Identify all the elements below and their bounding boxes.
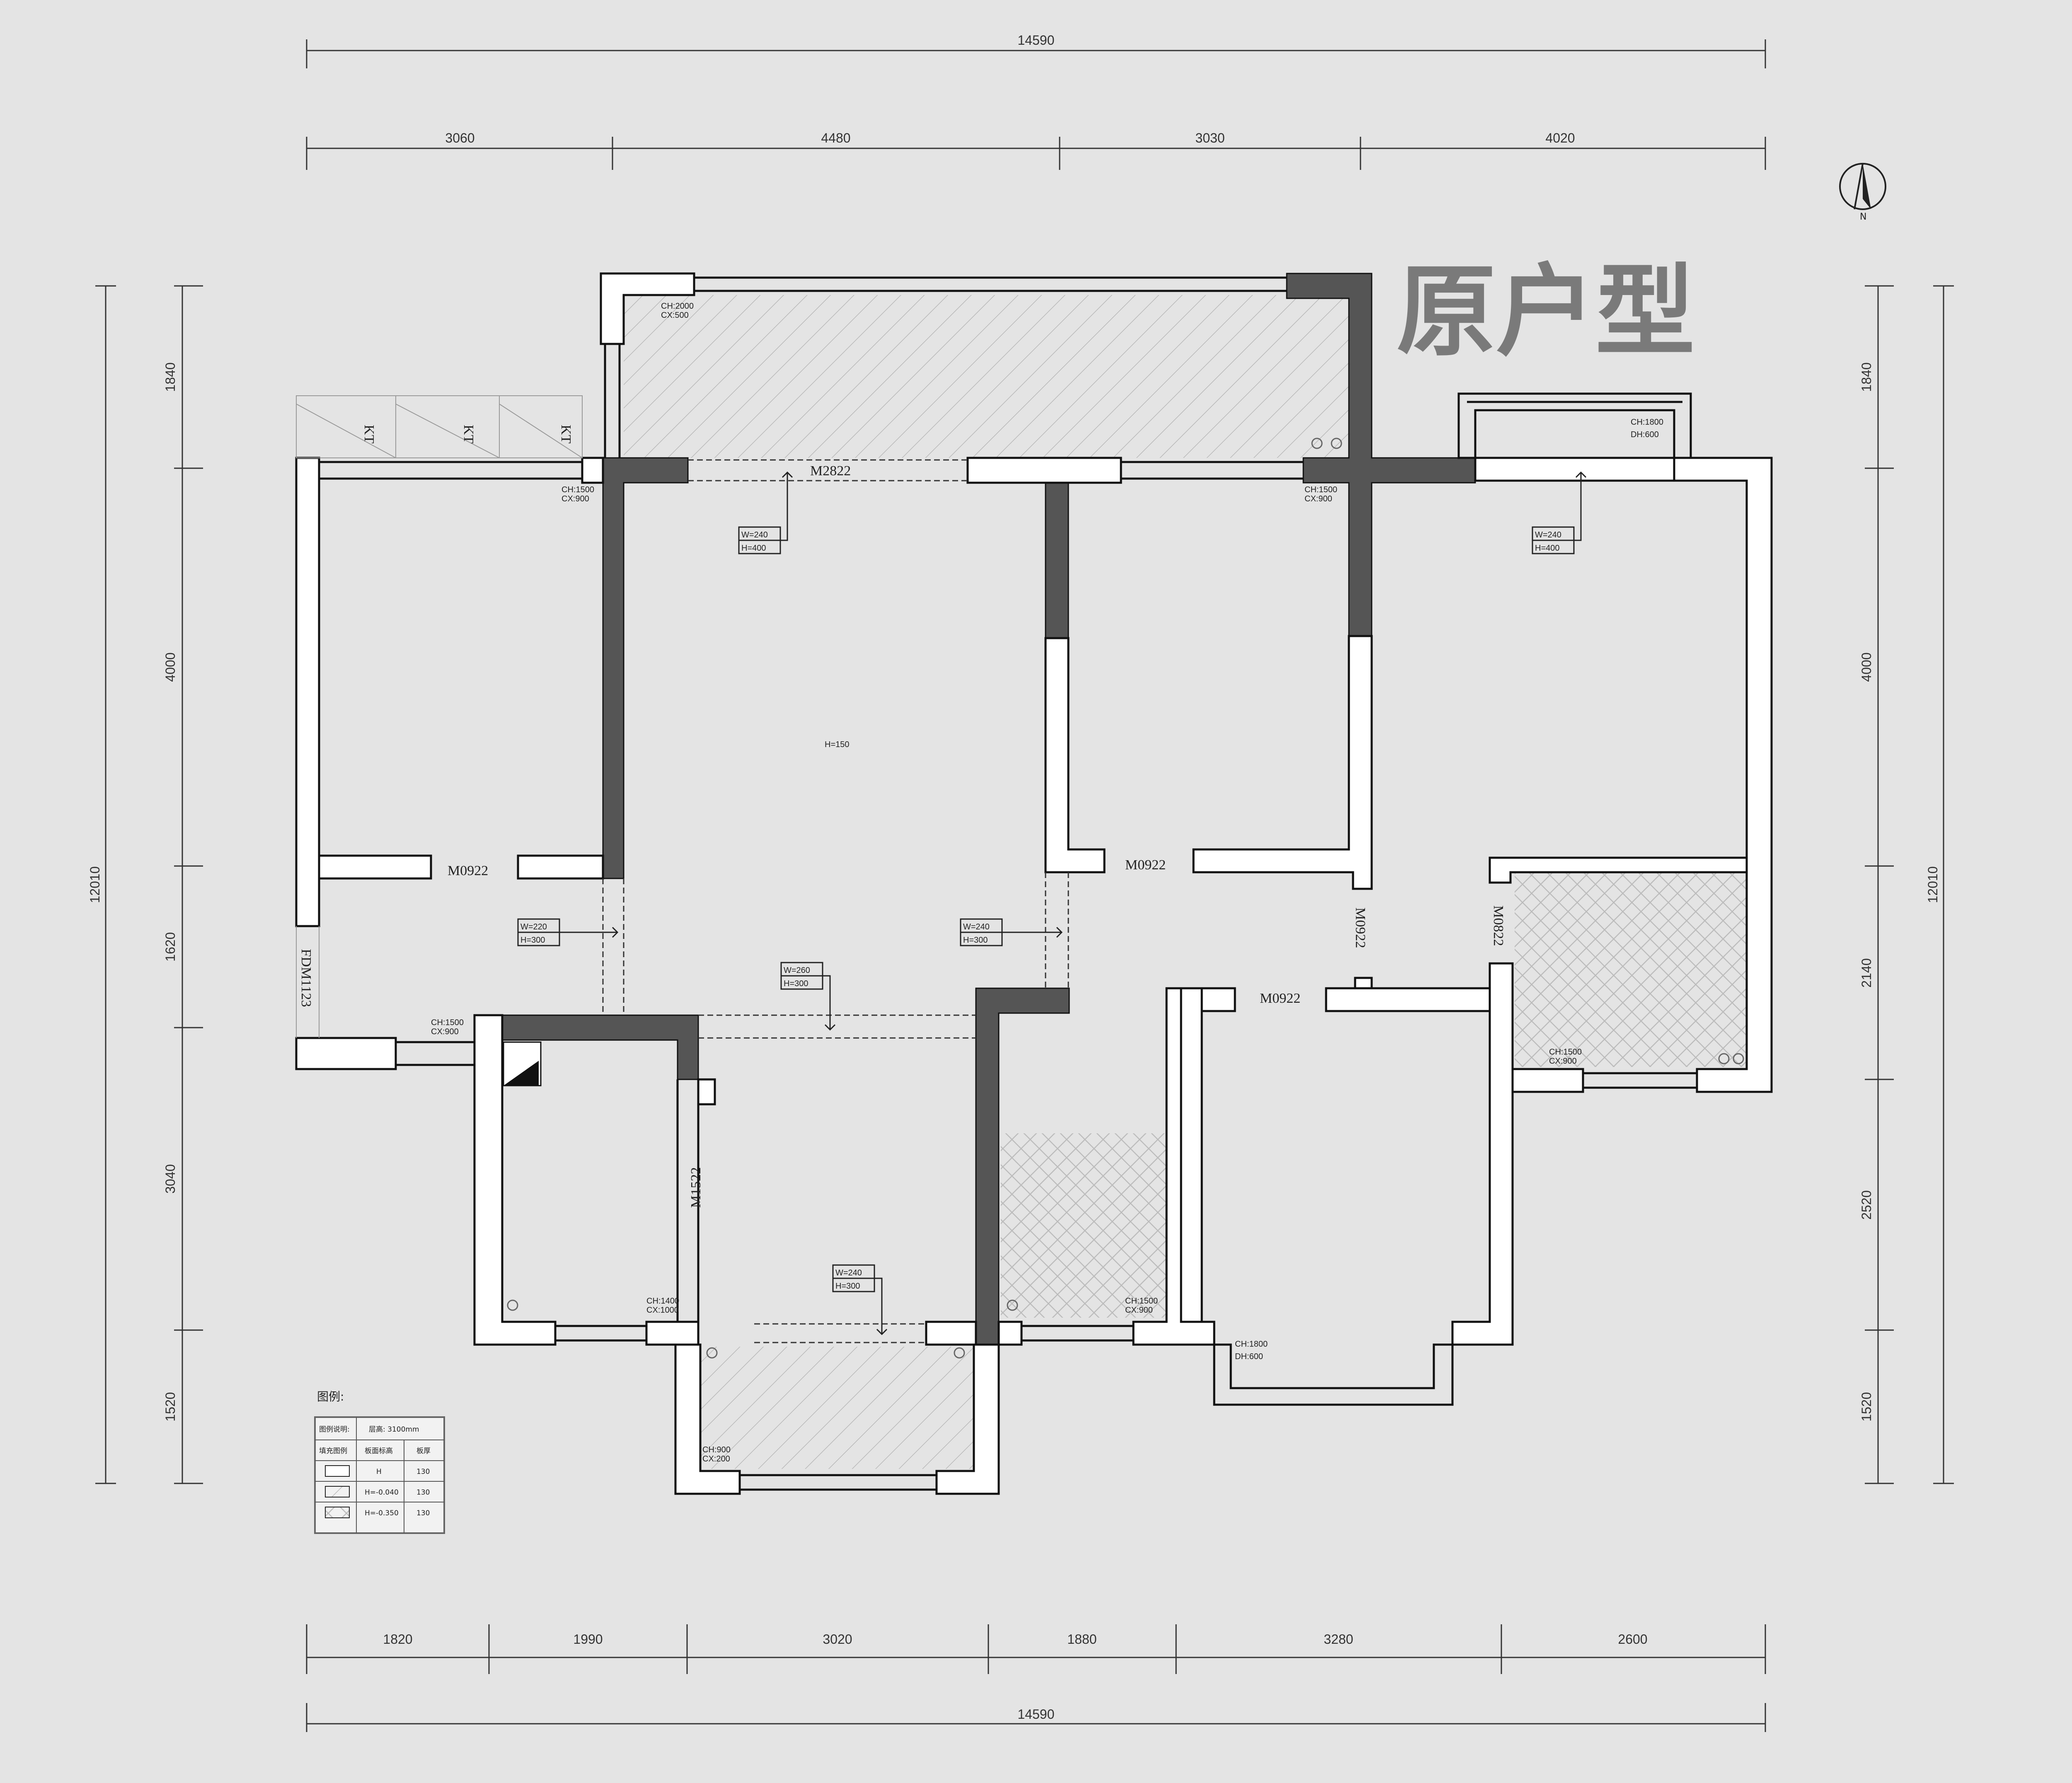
left-dim-5: 1520 [163, 1392, 178, 1421]
svg-text:H=300: H=300 [963, 936, 988, 945]
door-label-m0922-mid: M0922 [1125, 857, 1166, 873]
bottom-dim-5: 3280 [1324, 1632, 1353, 1647]
bottom-dim-6: 2600 [1618, 1632, 1647, 1647]
legend-elev: H [376, 1468, 382, 1476]
plan-title: 原户型 [1397, 254, 1695, 370]
window-spec: CX:1000 [646, 1306, 679, 1315]
svg-text:W=240: W=240 [963, 922, 990, 931]
legend-thick: 130 [416, 1488, 430, 1497]
svg-text:W=240: W=240 [1535, 530, 1561, 539]
ceiling-height-label: H=150 [825, 740, 850, 749]
window-spec: CH:900 [702, 1445, 731, 1454]
window-spec: CH:1500 [562, 485, 594, 494]
window-spec: CX:900 [1305, 494, 1332, 503]
ac-label-3: KT [558, 425, 574, 444]
legend-floor-height: 层高: 3100mm [369, 1425, 419, 1434]
bottom-dim-2: 1990 [573, 1632, 603, 1647]
duct-icon [503, 1061, 539, 1086]
wall-segment [1180, 987, 1203, 1323]
door-label-m0922-lower: M0922 [1260, 991, 1300, 1006]
dimension-top [306, 39, 1766, 170]
door-label-m0822: M0822 [1491, 905, 1506, 946]
door-label-m0922-vertical: M0922 [1353, 907, 1368, 948]
bottom-dim-4: 1880 [1067, 1632, 1097, 1647]
dimension-right [1865, 285, 1954, 1484]
walls [295, 272, 1773, 1495]
window-spec: CH:1500 [1549, 1048, 1582, 1057]
legend-heading: 图例: [317, 1390, 344, 1403]
svg-text:H=300: H=300 [784, 979, 808, 988]
bottom-total-dim: 14590 [1018, 1707, 1055, 1722]
dimension-left [95, 285, 203, 1484]
legend-elev: H=-0.350 [365, 1509, 399, 1517]
door-label-m2822: M2822 [810, 463, 851, 479]
top-dim-3: 3030 [1195, 131, 1225, 145]
window-spec: DH:600 [1235, 1352, 1263, 1361]
legend-thick: 130 [416, 1509, 430, 1517]
bottom-dim-1: 1820 [383, 1632, 412, 1647]
legend-col-1: 填充图例 [319, 1447, 347, 1455]
right-dim-4: 2520 [1859, 1190, 1874, 1219]
window-labels: CH:2000 CX:500 CH:1500 CX:900 CH:1500 CX… [431, 302, 1663, 1464]
right-dim-5: 1520 [1859, 1392, 1874, 1421]
top-dim-4: 4020 [1545, 131, 1575, 145]
window-spec: CX:900 [562, 494, 589, 503]
ac-label-2: KT [461, 425, 476, 444]
top-total-dim: 14590 [1018, 33, 1055, 48]
svg-text:H=400: H=400 [741, 544, 766, 553]
svg-text:W=220: W=220 [520, 922, 547, 931]
window-spec: CX:500 [661, 311, 689, 320]
svg-text:H=300: H=300 [835, 1282, 860, 1291]
window-spec: CH:1800 [1235, 1340, 1268, 1349]
svg-text:W=260: W=260 [784, 966, 810, 975]
window-spec: CX:200 [702, 1454, 730, 1464]
floor-fills [624, 295, 1747, 1469]
drain-icon [507, 438, 1744, 1359]
beam-annotations [517, 471, 1587, 1335]
dimension-bottom [306, 1624, 1766, 1732]
window-spec: CX:900 [431, 1027, 459, 1036]
left-total-dim: 12010 [87, 866, 102, 903]
north-arrow-icon: N [1839, 163, 1886, 222]
bottom-dim-3: 3020 [823, 1632, 852, 1647]
ac-platform [296, 395, 583, 1038]
svg-text:H=300: H=300 [520, 936, 545, 945]
right-dim-3: 2140 [1859, 958, 1874, 987]
svg-text:N: N [1860, 212, 1866, 222]
svg-text:W=240: W=240 [741, 530, 768, 539]
legend-col-3: 板厚 [416, 1447, 431, 1455]
window-spec: CX:900 [1125, 1306, 1153, 1315]
legend-col-2: 板面标高 [365, 1447, 393, 1455]
door-label-m0922-left: M0922 [448, 863, 488, 878]
svg-text:H=400: H=400 [1535, 544, 1560, 553]
window-spec: CX:900 [1549, 1057, 1577, 1066]
legend-elev: H=-0.040 [365, 1488, 399, 1497]
door-label-fdm1123: FDM1123 [298, 949, 314, 1007]
window-spec: CH:1800 [1631, 418, 1663, 427]
legend-thick: 130 [416, 1468, 430, 1476]
left-dim-4: 3040 [163, 1164, 178, 1193]
right-dim-1: 1840 [1859, 362, 1874, 392]
window-spec: CH:2000 [661, 302, 694, 311]
left-dim-1: 1840 [163, 362, 178, 392]
right-dim-2: 4000 [1859, 652, 1874, 682]
right-total-dim: 12010 [1925, 866, 1940, 903]
left-dim-2: 4000 [163, 652, 178, 682]
left-dim-3: 1620 [163, 932, 178, 961]
top-dim-1: 3060 [445, 131, 474, 145]
window-spec: DH:600 [1631, 430, 1659, 439]
window-spec: CH:1500 [1305, 485, 1337, 494]
window-spec: CH:1500 [1125, 1297, 1158, 1306]
svg-text:W=240: W=240 [835, 1268, 862, 1277]
legend-table [314, 1416, 445, 1534]
window-spec: CH:1500 [431, 1018, 464, 1027]
legend-desc-label: 图例说明: [319, 1425, 350, 1434]
door-label-m1522: M1522 [688, 1167, 704, 1208]
top-dim-2: 4480 [821, 131, 850, 145]
beam-lines [602, 459, 1069, 1343]
window-spec: CH:1400 [646, 1297, 679, 1306]
ac-label-1: KT [361, 425, 377, 444]
